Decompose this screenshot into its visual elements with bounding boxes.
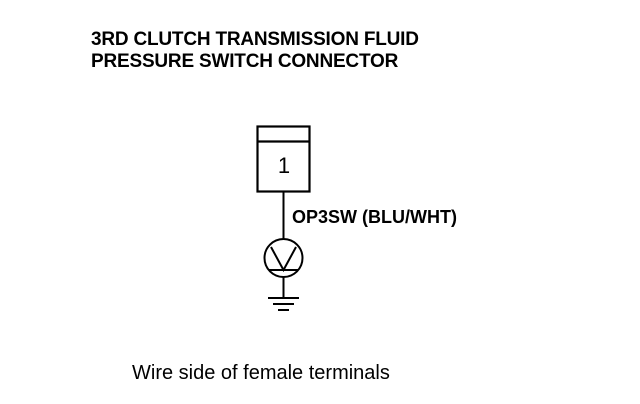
wire-label: OP3SW (BLU/WHT) — [292, 207, 457, 227]
diagram-title: 3RD CLUTCH TRANSMISSION FLUID PRESSURE S… — [91, 29, 419, 73]
caption: Wire side of female terminals — [132, 362, 390, 384]
voltmeter-symbol-icon — [263, 238, 304, 278]
connector: 1 — [256, 125, 311, 193]
title-line-1: 3RD CLUTCH TRANSMISSION FLUID — [91, 29, 419, 50]
terminal-number: 1 — [278, 153, 290, 178]
connector-outline — [256, 125, 311, 193]
ground-icon — [268, 297, 299, 311]
title-line-2: PRESSURE SWITCH CONNECTOR — [91, 51, 399, 72]
